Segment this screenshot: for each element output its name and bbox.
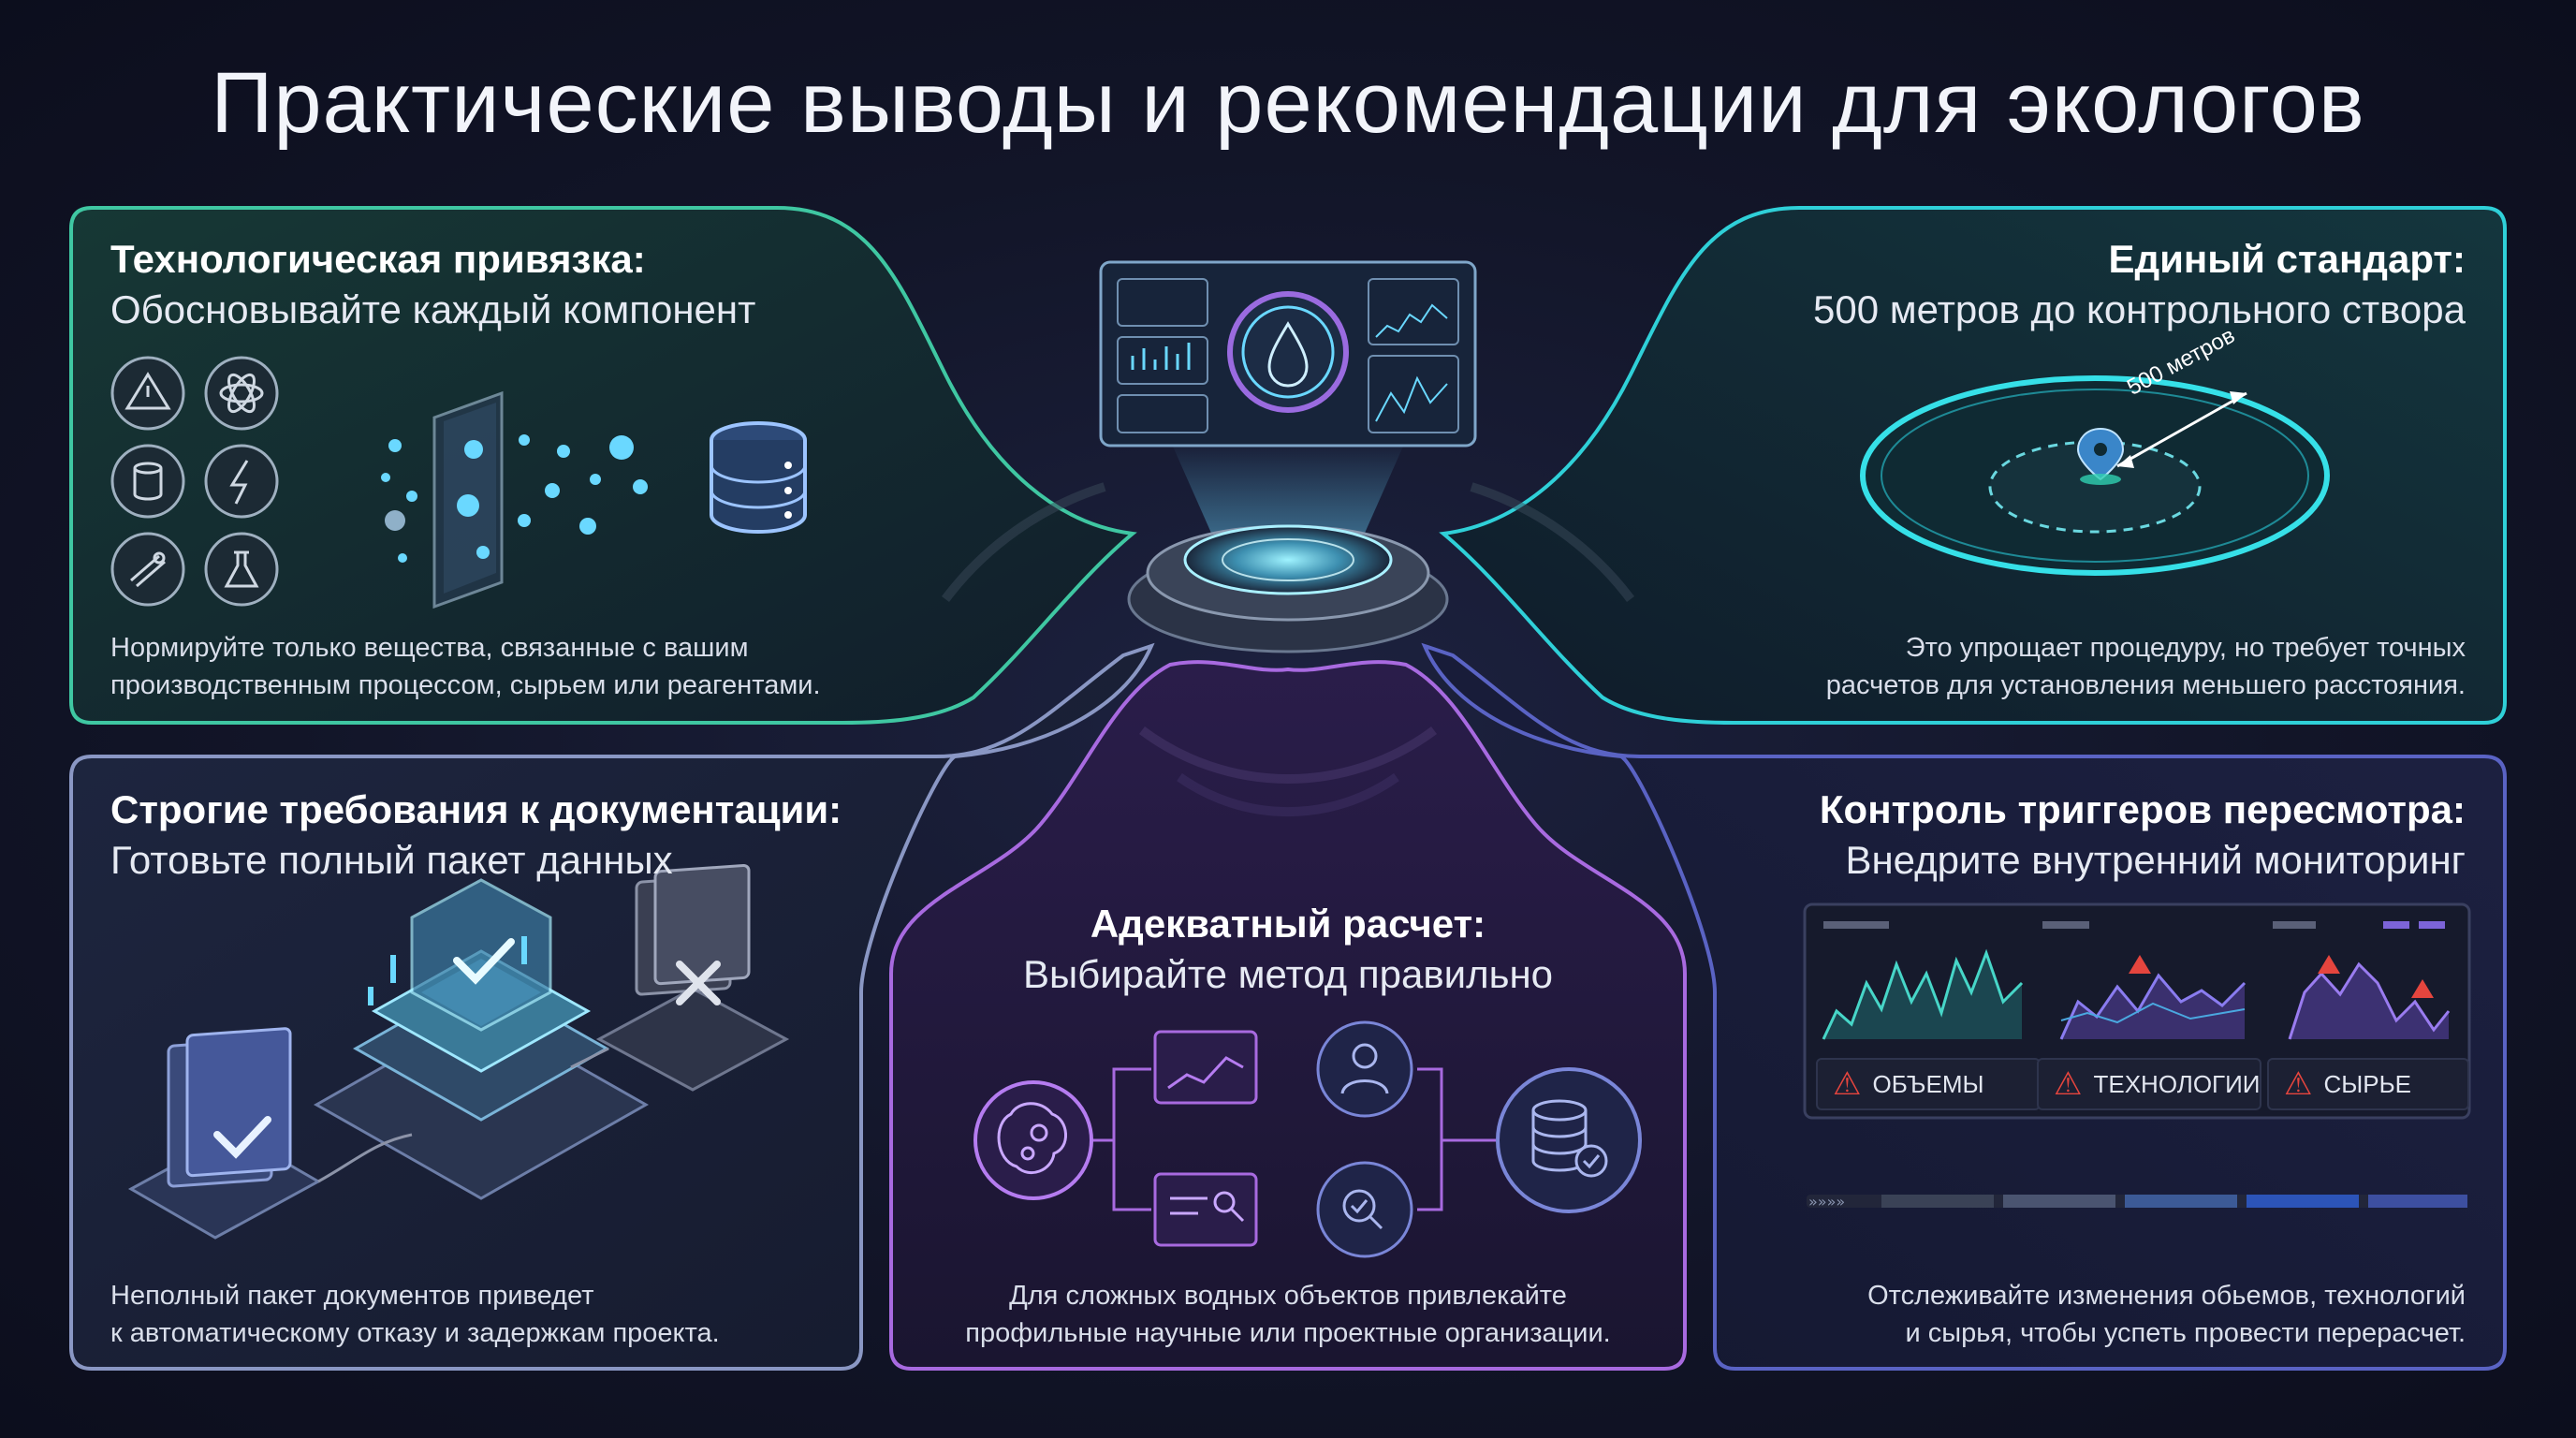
panel-standard-body-line: расчетов для установления меньшего расст… <box>1825 670 2466 700</box>
hub-pedestal <box>1127 524 1449 653</box>
calc-right-glyphs <box>1340 1043 1608 1230</box>
docs-valid-documents <box>127 1027 322 1240</box>
panel-monitor-body-line: и сырья, чтобы успеть провести перерасче… <box>1905 1318 2466 1348</box>
hub-decor-arcs <box>942 482 1634 817</box>
panel-tech-frame <box>69 206 1137 725</box>
panel-monitor-body: Отслеживайте изменения обьемов, технолог… <box>1867 1277 2466 1352</box>
warning-icon: ⚠ <box>2054 1066 2083 1102</box>
panel-calc-subtitle: Выбирайте метод правильно <box>1022 952 1554 996</box>
trigger-chip-raw-materials: ⚠ СЫРЬЕ <box>2267 1058 2469 1110</box>
panel-docs-subtitle: Готовьте полный пакет данных <box>110 838 673 882</box>
panel-calc-body-line: Для сложных водных объектов привлекайте <box>1009 1281 1567 1311</box>
panel-calc-body: Для сложных водных объектов привлекайте … <box>891 1277 1685 1352</box>
panel-monitor-title: Контроль триггеров пересмотра: <box>1819 787 2466 831</box>
tech-icon-grid <box>110 356 279 607</box>
calc-flow <box>973 1020 1642 1258</box>
panel-docs-body: Неполный пакет документов приведет к авт… <box>110 1277 720 1352</box>
panel-calc-title: Адекватный расчет: <box>1090 902 1486 946</box>
page-title: Практические выводы и рекомендации для э… <box>211 55 2365 151</box>
docs-rejected-documents <box>317 863 790 1183</box>
panel-standard-body-line: Это упрощает процедуру, но требует точны… <box>1905 633 2466 663</box>
panel-tech-subtitle: Обосновывайте каждый компонент <box>110 287 756 331</box>
warning-icon: ⚠ <box>1833 1066 1862 1102</box>
tech-icon-glyphs <box>124 372 264 588</box>
panel-standard-subtitle: 500 метров до контрольного створа <box>1813 287 2466 331</box>
trigger-chip-label: ТЕХНОЛОГИИ <box>2093 1069 2261 1098</box>
panel-monitor-subtitle: Внедрите внутренний мониторинг <box>1845 838 2466 882</box>
panel-docs-header: Строгие требования к документации: Готов… <box>110 785 842 886</box>
panel-tech-header: Технологическая привязка: Обосновывайте … <box>110 234 755 335</box>
panel-docs-title: Строгие требования к документации: <box>110 787 842 831</box>
panel-monitor-body-line: Отслеживайте изменения обьемов, технолог… <box>1867 1281 2466 1311</box>
panel-tech-title: Технологическая привязка: <box>110 237 646 281</box>
panel-docs-frame <box>69 642 1155 1371</box>
panel-tech-body-line: Нормируйте только вещества, связанные с … <box>110 633 749 663</box>
trigger-chip-volumes: ⚠ ОБЪЕМЫ <box>1816 1058 2041 1110</box>
panel-tech-body-line: производственным процессом, сырьем или р… <box>110 670 821 700</box>
calc-flow-glyphs <box>997 1056 1245 1223</box>
control-zone-map <box>1860 375 2330 576</box>
trigger-chip-technologies: ⚠ ТЕХНОЛОГИИ <box>2037 1058 2261 1110</box>
filter-illustration <box>381 390 648 609</box>
panel-tech-body: Нормируйте только вещества, связанные с … <box>110 629 821 704</box>
tech-database-icon <box>710 421 807 534</box>
trigger-chip-label: ОБЪЕМЫ <box>1872 1069 1984 1098</box>
panel-standard-body: Это упрощает процедуру, но требует точны… <box>1826 629 2466 704</box>
panel-calc-header: Адекватный расчет: Выбирайте метод прави… <box>891 899 1685 1000</box>
panel-standard-header: Единый стандарт: 500 метров до контрольн… <box>1813 234 2466 335</box>
central-dashboard <box>1099 260 1477 448</box>
docs-server-stack <box>313 878 650 1200</box>
panel-calc-frame <box>889 660 1687 1371</box>
panel-standard-title: Единый стандарт: <box>2108 237 2466 281</box>
monitor-progress-track: »»»» <box>1807 1193 2467 1211</box>
panel-docs-body-line: Неполный пакет документов приведет <box>110 1281 594 1311</box>
svg-text:»»»»: »»»» <box>1808 1193 1845 1211</box>
trigger-chip-label: СЫРЬЕ <box>2323 1069 2412 1098</box>
panel-monitor-header: Контроль триггеров пересмотра: Внедрите … <box>1820 785 2466 886</box>
panel-docs-body-line: к автоматическому отказу и задержкам про… <box>110 1318 720 1348</box>
warning-icon: ⚠ <box>2284 1066 2313 1102</box>
panel-calc-body-line: профильные научные или проектные организ… <box>965 1318 1611 1348</box>
